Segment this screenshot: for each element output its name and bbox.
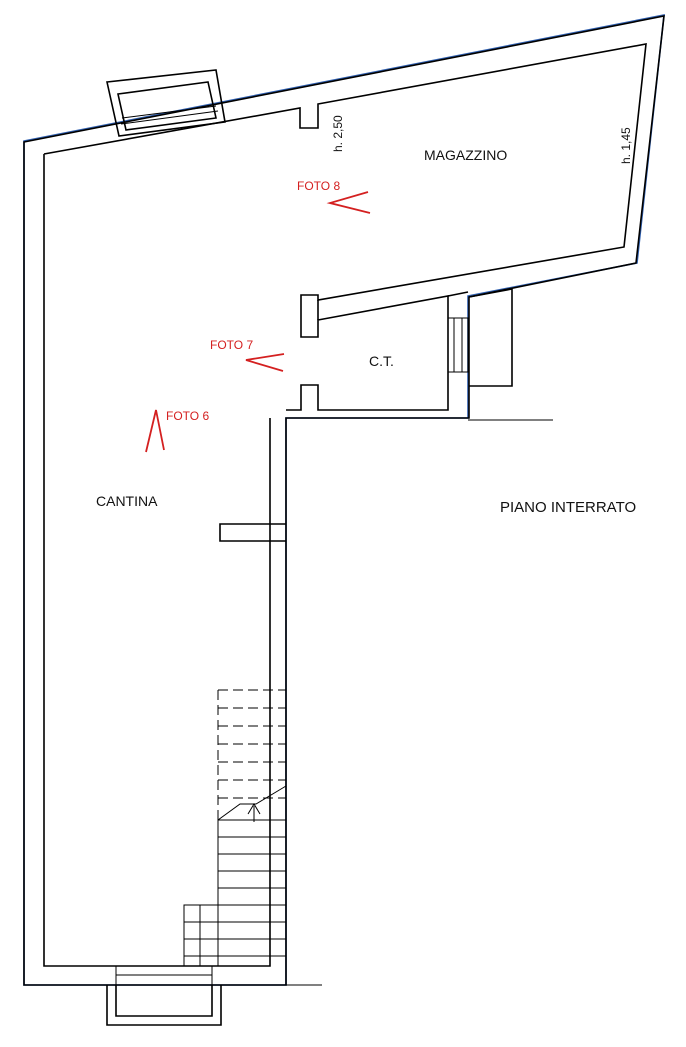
top-window-box [106, 69, 226, 137]
height-label-1-45: h. 1,45 [619, 127, 633, 164]
height-label-2-50: h. 2,50 [331, 115, 345, 152]
cantina-stub-wall [219, 523, 286, 542]
ct-window [447, 317, 469, 373]
photo-arrow-6 [145, 409, 165, 453]
photo-label-6: FOTO 6 [166, 409, 209, 423]
partition-wall [317, 291, 469, 320]
photo-arrow-7 [245, 353, 285, 372]
photo-label-8: FOTO 8 [297, 179, 340, 193]
ct-side-block [468, 288, 513, 387]
bottom-entry-threshold [115, 965, 213, 986]
photo-arrow-8 [326, 191, 371, 214]
room-label-cantina: CANTINA [96, 493, 158, 509]
top-window-sill [120, 105, 219, 125]
room-label-ct: C.T. [369, 353, 394, 369]
bottom-entry-box [106, 985, 222, 1026]
outer-wall [23, 15, 665, 986]
room-label-magazzino: MAGAZZINO [424, 147, 507, 163]
photo-label-7: FOTO 7 [210, 338, 253, 352]
floor-label: PIANO INTERRATO [500, 499, 636, 516]
staircase [183, 689, 287, 966]
